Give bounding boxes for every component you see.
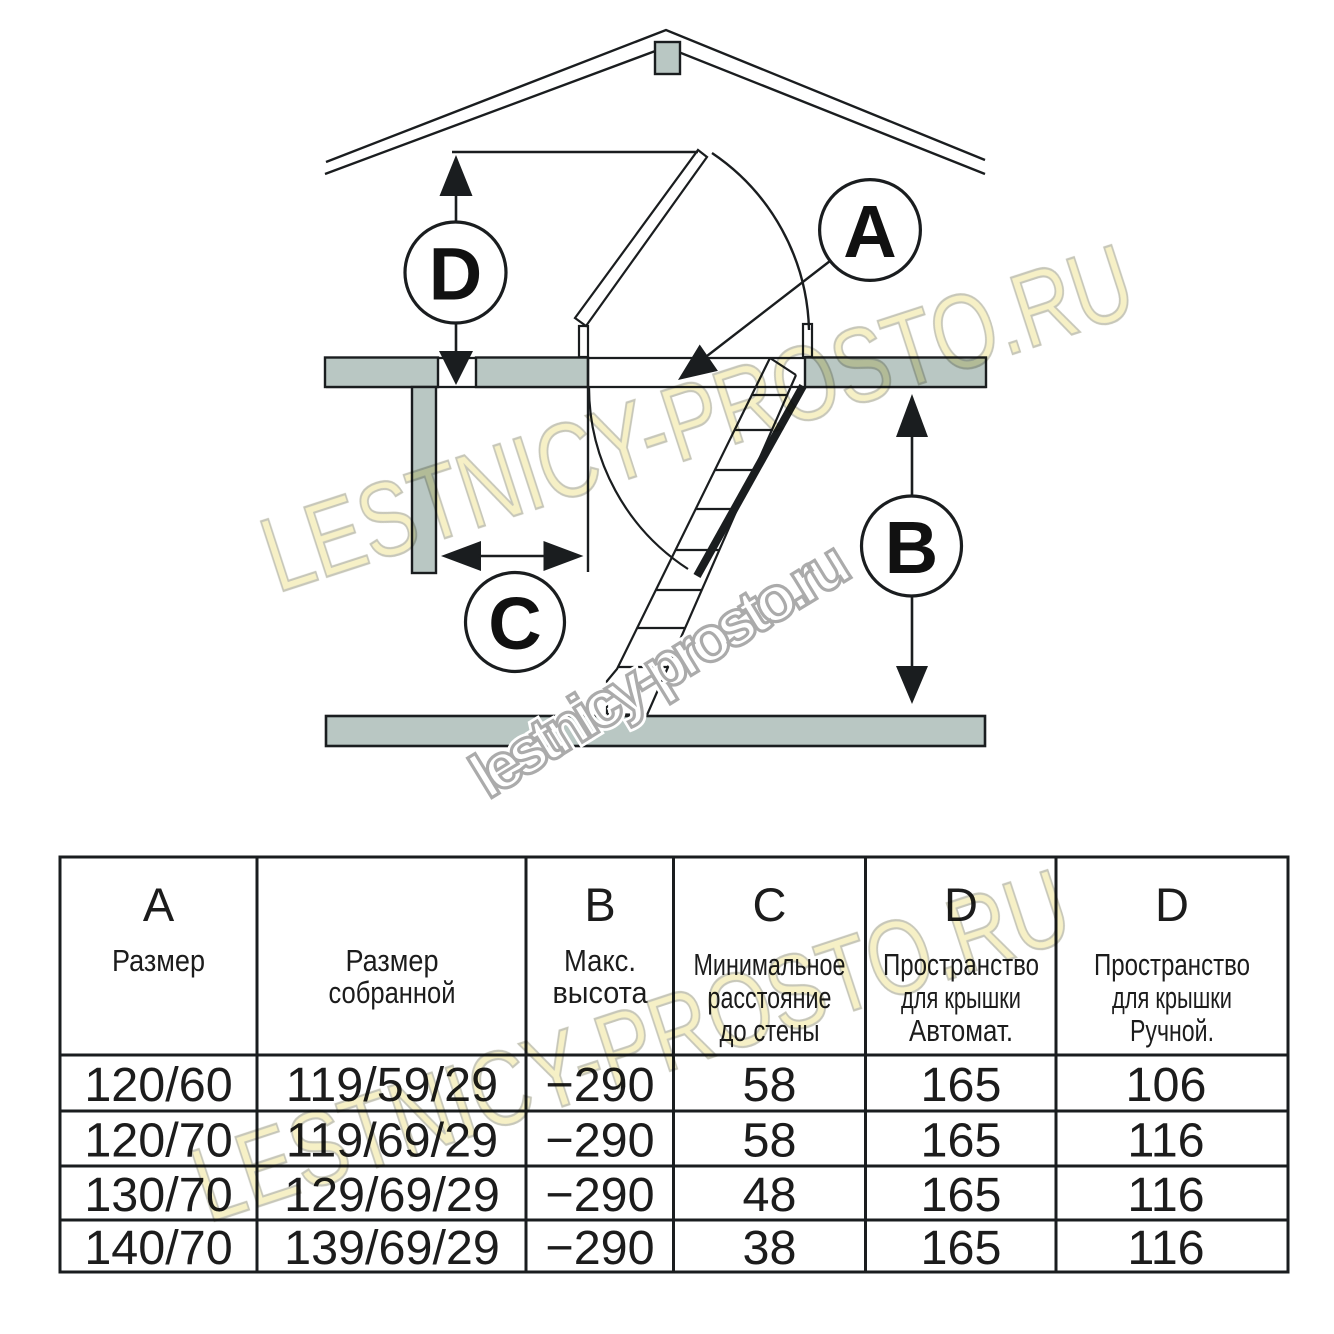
svg-text:Пространство: Пространство <box>883 947 1039 982</box>
svg-text:−290: −290 <box>545 1221 654 1275</box>
svg-text:A: A <box>843 190 896 273</box>
svg-text:120/70: 120/70 <box>84 1114 232 1168</box>
svg-text:38: 38 <box>743 1221 797 1275</box>
svg-text:Макс.: Макс. <box>564 943 636 978</box>
svg-text:119/69/29: 119/69/29 <box>286 1114 498 1168</box>
svg-text:119/59/29: 119/59/29 <box>286 1058 498 1112</box>
svg-text:для крышки: для крышки <box>1112 980 1232 1015</box>
svg-text:B: B <box>885 506 938 589</box>
svg-text:D: D <box>1155 878 1189 931</box>
svg-text:165: 165 <box>921 1221 1002 1275</box>
svg-text:139/69/29: 139/69/29 <box>284 1221 500 1275</box>
svg-text:B: B <box>584 878 615 931</box>
svg-text:C: C <box>753 878 787 931</box>
svg-text:Автомат.: Автомат. <box>909 1013 1013 1048</box>
svg-text:Минимальное: Минимальное <box>694 947 846 982</box>
svg-text:116: 116 <box>1127 1114 1204 1168</box>
svg-text:120/60: 120/60 <box>84 1058 232 1112</box>
svg-text:C: C <box>488 582 541 665</box>
svg-text:165: 165 <box>921 1114 1002 1168</box>
svg-text:130/70: 130/70 <box>84 1168 232 1222</box>
svg-text:Ручной.: Ручной. <box>1130 1013 1214 1048</box>
svg-text:165: 165 <box>921 1168 1002 1222</box>
svg-text:−290: −290 <box>545 1114 654 1168</box>
svg-text:140/70: 140/70 <box>84 1221 232 1275</box>
svg-text:58: 58 <box>743 1058 797 1112</box>
svg-text:D: D <box>944 878 978 931</box>
svg-text:собранной: собранной <box>329 975 456 1010</box>
svg-text:106: 106 <box>1126 1058 1207 1112</box>
svg-text:−290: −290 <box>545 1058 654 1112</box>
svg-text:48: 48 <box>743 1168 797 1222</box>
svg-text:расстояние: расстояние <box>708 980 832 1015</box>
svg-text:до стены: до стены <box>720 1013 820 1048</box>
svg-text:высота: высота <box>553 975 649 1010</box>
svg-text:для крышки: для крышки <box>901 980 1021 1015</box>
svg-text:Пространство: Пространство <box>1094 947 1250 982</box>
svg-text:116: 116 <box>1127 1168 1204 1222</box>
svg-text:58: 58 <box>743 1114 797 1168</box>
svg-text:A: A <box>143 878 175 931</box>
svg-text:165: 165 <box>921 1058 1002 1112</box>
svg-text:Размер: Размер <box>112 943 205 978</box>
svg-text:D: D <box>429 233 482 316</box>
svg-text:−290: −290 <box>545 1168 654 1222</box>
svg-text:116: 116 <box>1127 1221 1204 1275</box>
svg-text:129/69/29: 129/69/29 <box>284 1168 500 1222</box>
svg-text:Размер: Размер <box>346 943 439 978</box>
